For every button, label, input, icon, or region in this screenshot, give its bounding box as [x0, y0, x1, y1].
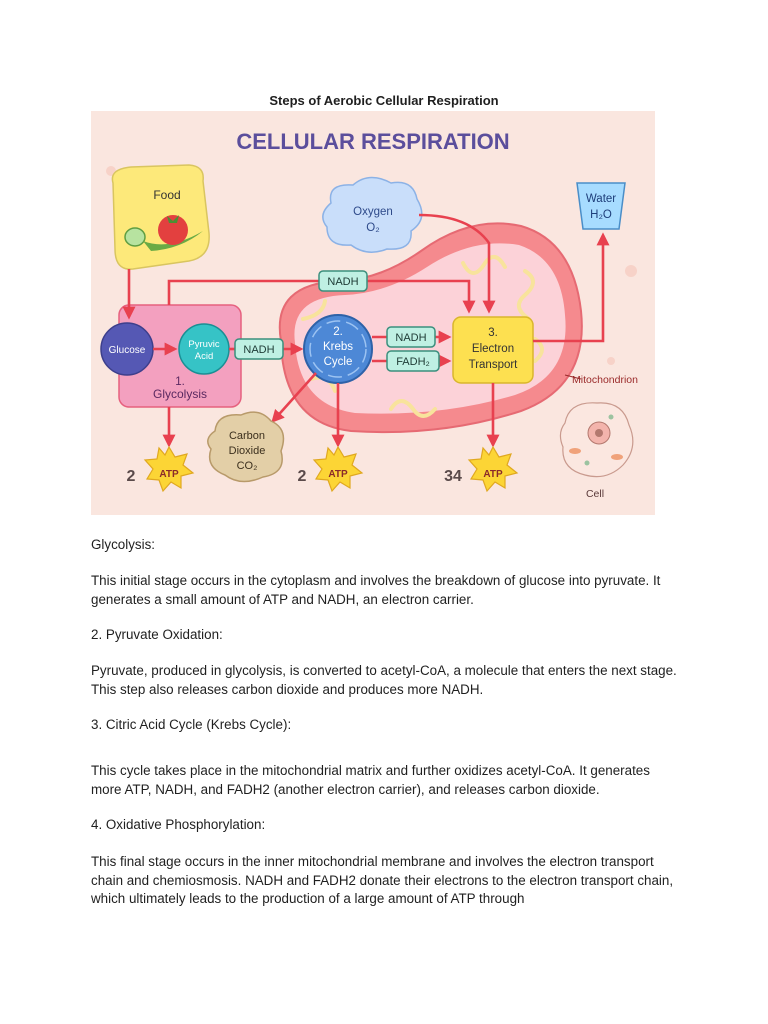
water-box: Water H₂O [576, 182, 626, 230]
glucose-node: Glucose [100, 322, 154, 376]
atp-label-1: ATP [159, 469, 179, 480]
food-label: Food [153, 188, 180, 202]
co2-label-2: Dioxide [229, 445, 266, 457]
electron-label-2: Transport [469, 359, 519, 371]
oxygen-cloud: Oxygen O₂ [322, 176, 423, 253]
water-formula: H₂O [590, 209, 612, 221]
atp-label-3: ATP [483, 469, 503, 480]
paragraph-oxphos-body: This final stage occurs in the inner mit… [91, 854, 674, 906]
atp-star-icon [467, 445, 519, 493]
atp-star-icon [143, 445, 195, 493]
nadh-tag-top: NADH [318, 270, 368, 292]
atp-count-2: 2 [298, 468, 307, 485]
nadh-tag-right: NADH [386, 326, 436, 348]
atp-label-2: ATP [328, 469, 348, 480]
pyruvic-acid-node: Pyruvic Acid [178, 323, 230, 375]
atp-count-1: 2 [127, 468, 136, 485]
nadh-tag-left-label: NADH [243, 344, 274, 356]
cell-label: Cell [586, 488, 604, 500]
oxygen-label: Oxygen [353, 206, 393, 218]
carbon-dioxide-blob: Carbon Dioxide CO₂ [207, 411, 285, 483]
document-title: Steps of Aerobic Cellular Respiration [269, 93, 499, 108]
krebs-label-2: Cycle [324, 356, 353, 368]
mitochondrion-label: Mitochondrion [572, 374, 638, 386]
oxygen-formula: O₂ [366, 222, 379, 234]
glycolysis-number: 1. [175, 376, 185, 388]
krebs-cycle-node: 2. Krebs Cycle [303, 314, 373, 384]
vegetables-icon [124, 215, 203, 251]
glucose-label: Glucose [109, 345, 146, 356]
paragraph-krebs-body: This cycle takes place in the mitochondr… [91, 763, 650, 797]
krebs-number: 2. [333, 326, 343, 338]
paragraph-glycolysis-heading: Glycolysis: [91, 537, 155, 552]
pyruvic-label-1: Pyruvic [188, 339, 219, 350]
paragraph-pyruvate-body: Pyruvate, produced in glycolysis, is con… [91, 663, 677, 697]
atp-star-icon [312, 445, 364, 493]
nadh-tag-left: NADH [234, 338, 284, 360]
electron-transport-box: 3. Electron Transport [452, 316, 534, 384]
atp-count-3: 34 [444, 468, 462, 485]
nadh-tag-right-label: NADH [395, 332, 426, 344]
fadh2-tag: FADH₂ [386, 350, 440, 372]
atp-star-electron: ATP 34 [444, 445, 519, 493]
nadh-tag-top-label: NADH [327, 276, 358, 288]
diagram-heading: CELLULAR RESPIRATION [236, 129, 509, 154]
paragraph-krebs-heading: 3. Citric Acid Cycle (Krebs Cycle): [91, 717, 292, 732]
atp-star-glycolysis: ATP 2 [127, 445, 195, 493]
cellular-respiration-diagram: CELLULAR RESPIRATION Food Oxygen O₂ Wate… [91, 111, 655, 515]
paragraph-glycolysis-body: This initial stage occurs in the cytopla… [91, 573, 661, 607]
mitochondrion-pointer [564, 374, 582, 380]
electron-label-1: Electron [472, 343, 514, 355]
krebs-label-1: Krebs [323, 341, 353, 353]
glycolysis-label: Glycolysis [153, 387, 207, 401]
electron-number: 3. [488, 327, 498, 339]
paragraph-oxphos-heading: 4. Oxidative Phosphorylation: [91, 817, 266, 832]
co2-label-1: Carbon [229, 430, 265, 442]
fadh2-tag-label: FADH₂ [396, 356, 430, 368]
cell-illustration [559, 402, 634, 478]
paragraph-pyruvate-heading: 2. Pyruvate Oxidation: [91, 627, 223, 642]
pyruvic-label-2: Acid [195, 351, 213, 362]
water-label: Water [586, 193, 616, 205]
food-box: Food [111, 164, 210, 270]
atp-star-krebs: ATP 2 [298, 445, 364, 493]
co2-label-3: CO₂ [237, 460, 258, 472]
